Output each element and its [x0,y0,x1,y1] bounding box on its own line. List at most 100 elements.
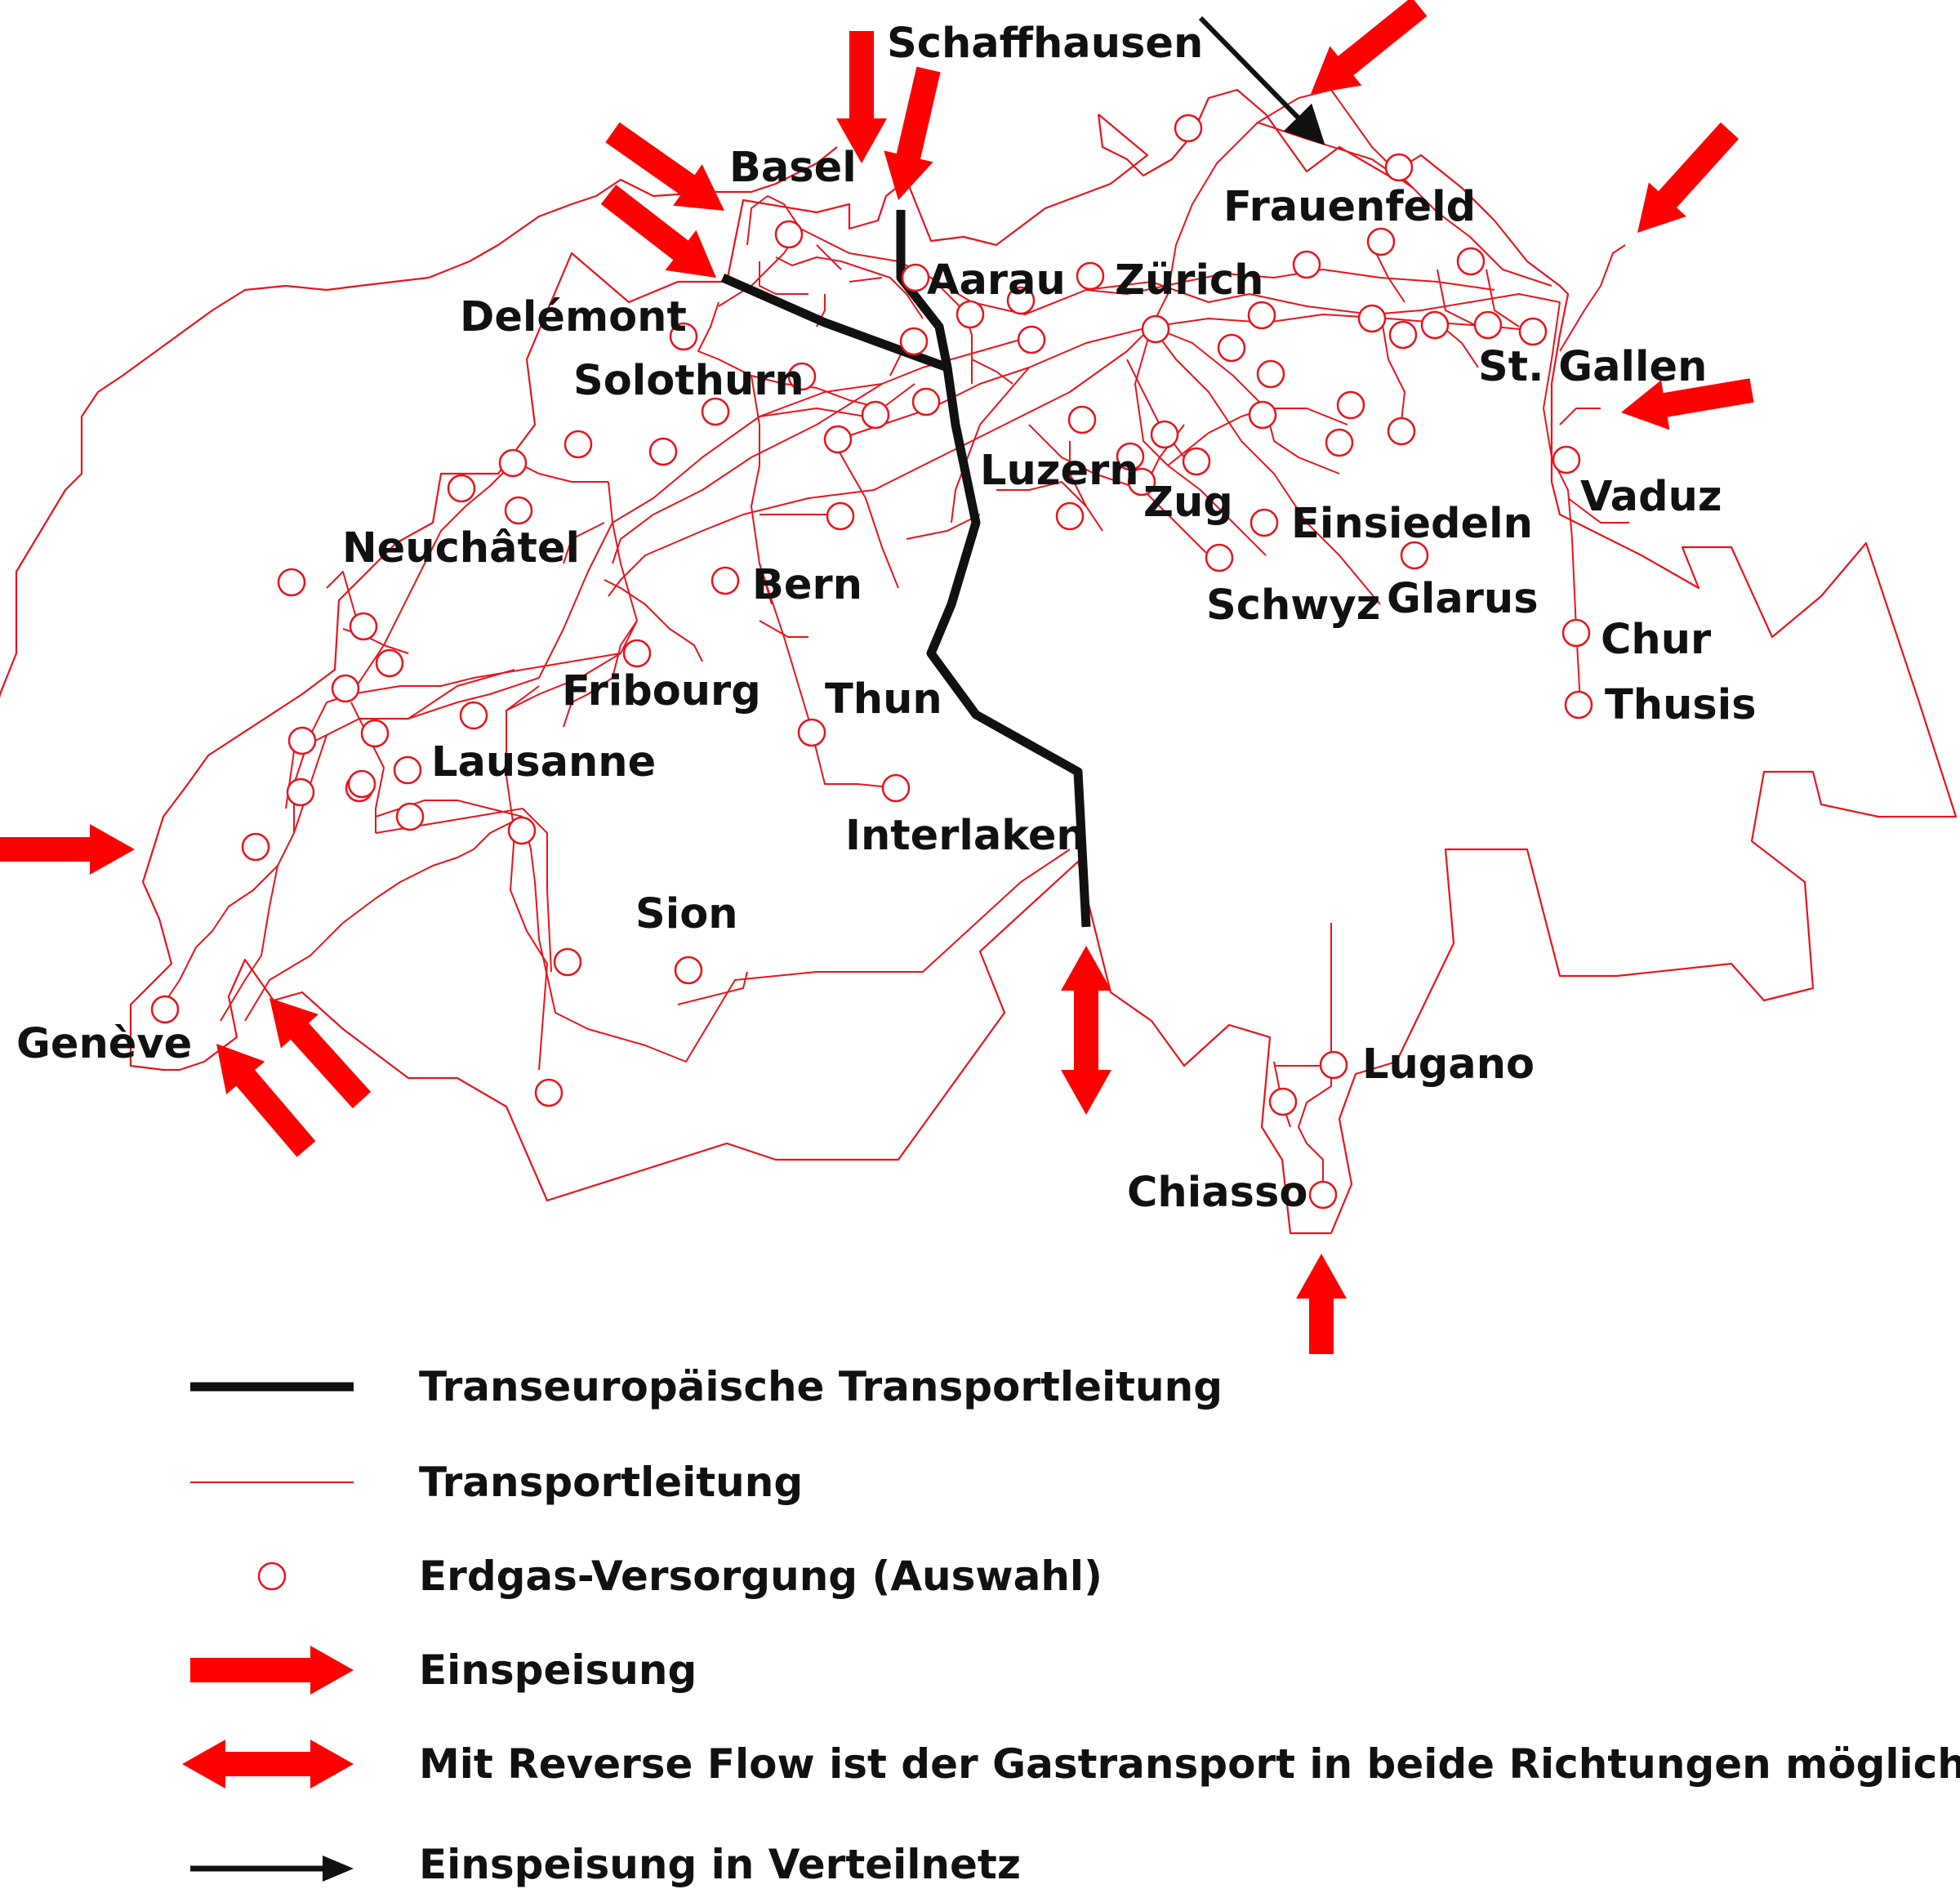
injection-arrow-icon [1621,378,1754,430]
supply-point-marker [1366,227,1396,256]
city-label-einsiedeln: Einsiedeln [1291,500,1533,548]
city-label-luzern: Luzern [980,447,1139,495]
supply-point-marker [1319,1050,1348,1080]
supply-point-marker [1384,153,1414,182]
legend-distribution-injection-label: Einspeisung in Verteilnetz [419,1841,1021,1888]
city-label-frauenfeld: Frauenfeld [1223,183,1476,231]
distribution-injection-arrow [1198,16,1325,145]
supply-point-marker [1248,400,1277,430]
legend-supply-point-icon [257,1562,287,1591]
supply-point-marker [881,773,911,803]
supply-point-marker [507,816,537,845]
city-label-chur: Chur [1601,616,1711,664]
supply-point-marker [911,387,941,417]
city-label-interlaken: Interlaken [845,812,1086,860]
supply-point-marker [1400,541,1429,570]
supply-point-marker [1518,317,1548,346]
city-label-basel: Basel [729,144,857,192]
supply-point-marker [674,956,703,985]
city-label-vaduz: Vaduz [1580,473,1722,521]
supply-point-marker [787,362,817,391]
city-label-thusis: Thusis [1605,681,1757,729]
supply-point-marker [1268,1087,1298,1116]
city-label-zurich: Zürich [1115,256,1263,305]
city-label-neuchatel: Neuchâtel [342,524,580,572]
supply-point-marker [1006,286,1036,315]
supply-point-marker [1076,261,1105,291]
supply-point-marker [375,648,404,678]
reverse-flow-arrow-icon [1061,946,1111,1115]
supply-point-marker [901,263,930,292]
city-label-delemont: Delémont [460,293,687,341]
supply-point-marker [553,947,582,977]
injection-arrow-icon [605,122,724,211]
city-label-lausanne: Lausanne [431,738,656,786]
supply-point-marker [1055,501,1085,531]
injection-arrow-icon [216,1044,316,1157]
supply-point-marker [1247,301,1276,330]
supply-point-marker [1420,310,1450,340]
supply-point-marker [360,719,390,748]
injection-arrow-icon [0,824,135,875]
supply-point-marker [1250,508,1279,537]
supply-point-marker [395,802,425,831]
supply-point-marker [331,674,360,703]
supply-point-marker [669,322,698,351]
supply-point-marker [447,474,476,503]
supply-point-marker [150,995,180,1024]
legend-injection-icon [190,1646,354,1695]
injection-arrow-icon [884,66,941,200]
city-label-schwyz: Schwyz [1206,581,1380,630]
legend-transport-line-label: Transportleitung [419,1459,803,1506]
supply-point-marker [347,769,376,799]
supply-point-marker [1456,247,1486,276]
supply-point-marker [710,566,740,595]
injection-arrow-icon [270,998,372,1109]
supply-point-marker [1473,310,1503,340]
supply-point-marker [1325,428,1354,457]
supply-point-marker [1564,690,1593,720]
supply-point-marker [1116,442,1145,471]
injection-arrow-icon [1296,1254,1347,1354]
supply-point-marker [241,832,270,862]
legend-supply-point-label: Erdgas-Versorgung (Auswahl) [419,1553,1102,1600]
supply-point-marker [1357,304,1387,333]
legend-injection-label: Einspeisung [419,1646,697,1694]
legend-distribution-injection-arrowhead [323,1856,354,1882]
injection-arrow-icon [1637,122,1740,233]
city-label-chiasso: Chiasso [1127,1169,1307,1217]
supply-point-marker [774,220,804,249]
supply-point-marker [286,777,315,807]
supply-point-marker [534,1078,564,1107]
city-labels: Schaffhausen Basel Frauenfeld Delémont A… [16,20,1757,1217]
supply-point-marker [1141,314,1170,344]
supply-point-marker [349,612,378,641]
city-label-zug: Zug [1143,479,1233,527]
city-label-st-gallen: St. Gallen [1478,343,1707,391]
supply-point-marker [861,400,890,430]
city-label-schaffhausen: Schaffhausen [887,20,1203,68]
injection-arrows [0,0,1754,1354]
country-border [0,146,838,699]
supply-point-marker [956,300,985,329]
supply-point-marker [1174,114,1203,143]
city-label-geneve: Genève [16,1020,192,1068]
supply-point-marker [287,726,317,755]
supply-point-marker [1256,359,1285,389]
legend: Transeuropäische Transportleitung Transp… [182,1363,1960,1888]
city-label-glarus: Glarus [1387,575,1539,623]
supply-point-marker [277,568,306,597]
supply-point-marker [564,430,593,459]
supply-point-marker [797,718,826,747]
supply-point-marker [1182,447,1211,476]
supply-point-marker [1150,420,1179,449]
city-label-aarau: Aarau [927,256,1066,305]
city-label-sion: Sion [635,890,738,938]
legend-reverse-flow-label: Mit Reverse Flow ist der Gastransport in… [419,1740,1960,1788]
supply-point-marker [504,496,533,525]
injection-arrow-icon [600,185,716,278]
supply-point-marker [899,327,929,356]
supply-point-marker [823,425,853,454]
city-label-bern: Bern [752,561,862,609]
